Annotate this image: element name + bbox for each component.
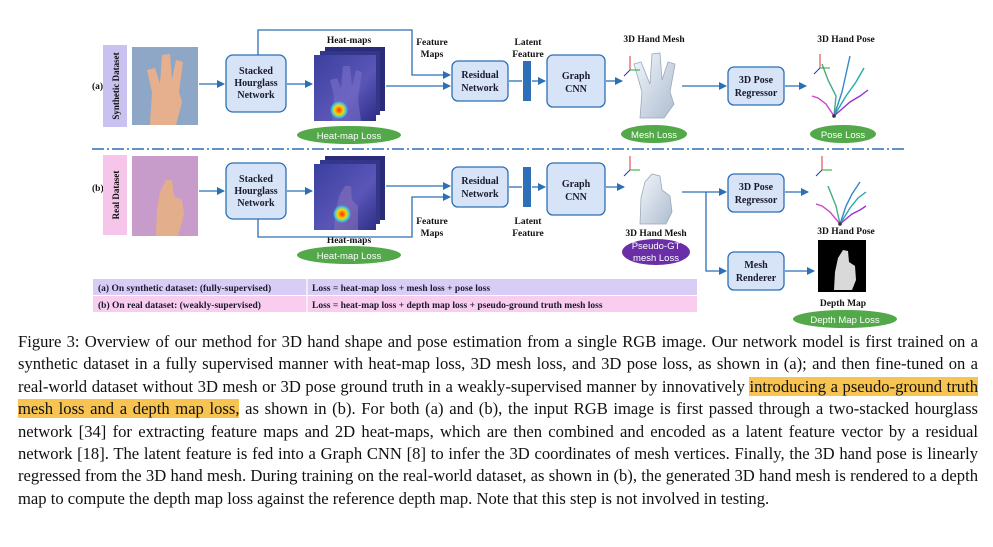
- table-row-a-right: Loss = heat-map loss + mesh loss + pose …: [312, 284, 490, 294]
- svg-text:Pseudo-GT: Pseudo-GT: [632, 241, 681, 252]
- pose-loss-a: Pose Loss: [810, 125, 876, 143]
- pose-regressor-label-a-1: 3D Pose: [739, 75, 774, 86]
- graph-cnn-box-b: [546, 162, 606, 216]
- residual-network-b-2: Network: [461, 189, 499, 200]
- row-b-label: (b): [92, 183, 104, 194]
- table-row-a-left: (a) On synthetic dataset: (fully-supervi…: [98, 283, 271, 294]
- stacked-hourglass-b-1: Stacked: [239, 174, 273, 185]
- residual-network-box-a: [451, 60, 509, 102]
- depth-map-title: Depth Map: [820, 299, 866, 309]
- real-dataset-label: Real Dataset: [111, 171, 121, 220]
- table-row-b-left: (b) On real dataset: (weakly-supervised): [98, 300, 261, 311]
- graph-cnn-label-a-1: Graph: [562, 71, 591, 82]
- svg-text:Pose Loss: Pose Loss: [821, 130, 866, 141]
- stacked-hourglass-b-2: Hourglass: [234, 186, 277, 197]
- latent-feature-label-a-1: Latent: [515, 38, 543, 48]
- figure-caption: Figure 3: Overview of our method for 3D …: [18, 331, 979, 510]
- pseudo-gt-mesh-loss: Pseudo-GT mesh Loss: [622, 239, 690, 265]
- graph-cnn-b-2: CNN: [565, 192, 587, 203]
- mesh-title-b: 3D Hand Mesh: [625, 229, 687, 239]
- depth-map-image: [818, 240, 866, 292]
- hand-pose-skeleton-a: [811, 54, 869, 118]
- pose-title-b: 3D Hand Pose: [817, 227, 875, 237]
- heatmap-stack-a: [314, 47, 385, 121]
- heatmap-loss-a: Heat-map Loss: [297, 126, 401, 144]
- heatmaps-label-b: Heat-maps: [327, 236, 372, 246]
- heatmaps-label-a: Heat-maps: [327, 36, 372, 46]
- depth-map-loss: Depth Map Loss: [793, 310, 897, 328]
- latent-feature-bar-b: [523, 167, 531, 207]
- mesh-title-a: 3D Hand Mesh: [623, 35, 685, 45]
- mesh-renderer-label-2: Renderer: [736, 273, 777, 284]
- pose-regressor-box-b: [727, 173, 785, 213]
- heatmap-stack-b: [314, 156, 385, 230]
- hand-mesh-b: [623, 156, 673, 225]
- row-a-label: (a): [92, 81, 103, 92]
- caption-text-before: Figure 3: Overview of our method for 3D …: [18, 332, 978, 396]
- stacked-hourglass-label-2: Hourglass: [234, 78, 277, 89]
- svg-text:Mesh Loss: Mesh Loss: [631, 130, 677, 141]
- feature-maps-label-a-1: Feature: [416, 38, 447, 48]
- pose-regressor-label-a-2: Regressor: [735, 88, 778, 99]
- synthetic-hand-image: [132, 47, 198, 125]
- pose-title-a: 3D Hand Pose: [817, 35, 875, 45]
- residual-network-label-a-1: Residual: [461, 70, 498, 81]
- latent-feature-label-a-2: Feature: [512, 50, 543, 60]
- hand-mesh-a: [623, 52, 676, 119]
- stacked-hourglass-box-a: [225, 54, 287, 113]
- synthetic-dataset-label: Synthetic Dataset: [111, 52, 121, 119]
- heatmap-loss-b: Heat-map Loss: [297, 246, 401, 264]
- pose-regressor-box-a: [727, 66, 785, 106]
- hand-pose-skeleton-b: [815, 156, 867, 226]
- stacked-hourglass-label-3: Network: [237, 90, 275, 101]
- graph-cnn-label-a-2: CNN: [565, 84, 587, 95]
- real-dataset-tag: [103, 155, 127, 235]
- stacked-hourglass-b-3: Network: [237, 198, 275, 209]
- residual-network-box-b: [451, 166, 509, 208]
- svg-text:mesh Loss: mesh Loss: [633, 253, 679, 264]
- pose-regressor-b-2: Regressor: [735, 195, 778, 206]
- stacked-hourglass-box-b: [225, 162, 287, 220]
- mesh-renderer-box: [727, 251, 785, 291]
- graph-cnn-box-a: [546, 54, 606, 108]
- residual-network-b-1: Residual: [461, 176, 498, 187]
- table-row-b-right: Loss = heat-map loss + depth map loss + …: [312, 301, 603, 311]
- caption-text-after: as shown in (b). For both (a) and (b), t…: [18, 399, 978, 508]
- feature-maps-label-b-1: Feature: [416, 217, 447, 227]
- residual-network-label-a-2: Network: [461, 83, 499, 94]
- svg-text:Heat-map Loss: Heat-map Loss: [317, 131, 382, 142]
- pose-regressor-b-1: 3D Pose: [739, 182, 774, 193]
- feature-maps-label-b-2: Maps: [421, 229, 444, 239]
- svg-text:Depth Map Loss: Depth Map Loss: [810, 315, 879, 326]
- latent-feature-b-2: Feature: [512, 229, 543, 239]
- mesh-renderer-label-1: Mesh: [744, 260, 768, 271]
- graph-cnn-b-1: Graph: [562, 179, 591, 190]
- synthetic-dataset-tag: [103, 45, 127, 127]
- connectors-b: [199, 182, 815, 275]
- mesh-loss-a: Mesh Loss: [621, 125, 687, 143]
- feature-maps-label-a-2: Maps: [421, 50, 444, 60]
- latent-feature-b-1: Latent: [515, 217, 543, 227]
- svg-text:Heat-map Loss: Heat-map Loss: [317, 251, 382, 262]
- latent-feature-bar-a: [523, 61, 531, 101]
- method-overview-figure: (a) Synthetic Dataset Stacked Hourglass …: [92, 29, 905, 328]
- real-hand-image: [132, 156, 198, 236]
- stacked-hourglass-label-1: Stacked: [239, 66, 273, 77]
- loss-table: (a) On synthetic dataset: (fully-supervi…: [93, 279, 697, 312]
- connectors-a: [199, 29, 807, 90]
